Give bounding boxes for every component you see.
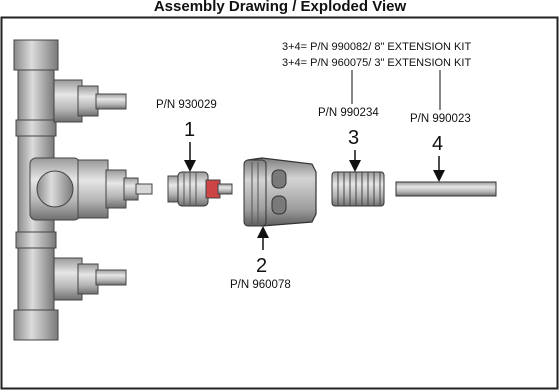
part-1-pn: P/N 930029	[156, 99, 217, 111]
cartridge-part	[167, 171, 233, 207]
extension-rod-part	[395, 181, 497, 197]
valve-body	[13, 39, 153, 341]
part-3-number: 3	[348, 127, 359, 149]
kit-3in-label: 3+4= P/N 960075/ 3" EXTENSION KIT	[282, 57, 471, 69]
part-2-number: 2	[256, 255, 267, 277]
part-3-pn: P/N 990234	[318, 107, 379, 119]
part-2-pn: P/N 960078	[230, 279, 291, 291]
part-4-number: 4	[432, 133, 443, 155]
cap-part	[243, 157, 317, 227]
header-title-fragment: Assembly Drawing / Exploded View	[154, 0, 407, 15]
extension-sleeve-part	[331, 171, 385, 207]
header-strip	[0, 0, 560, 16]
part-1-number: 1	[184, 119, 195, 141]
kit-8in-label: 3+4= P/N 990082/ 8" EXTENSION KIT	[282, 41, 471, 53]
part-4-pn: P/N 990023	[410, 113, 471, 125]
